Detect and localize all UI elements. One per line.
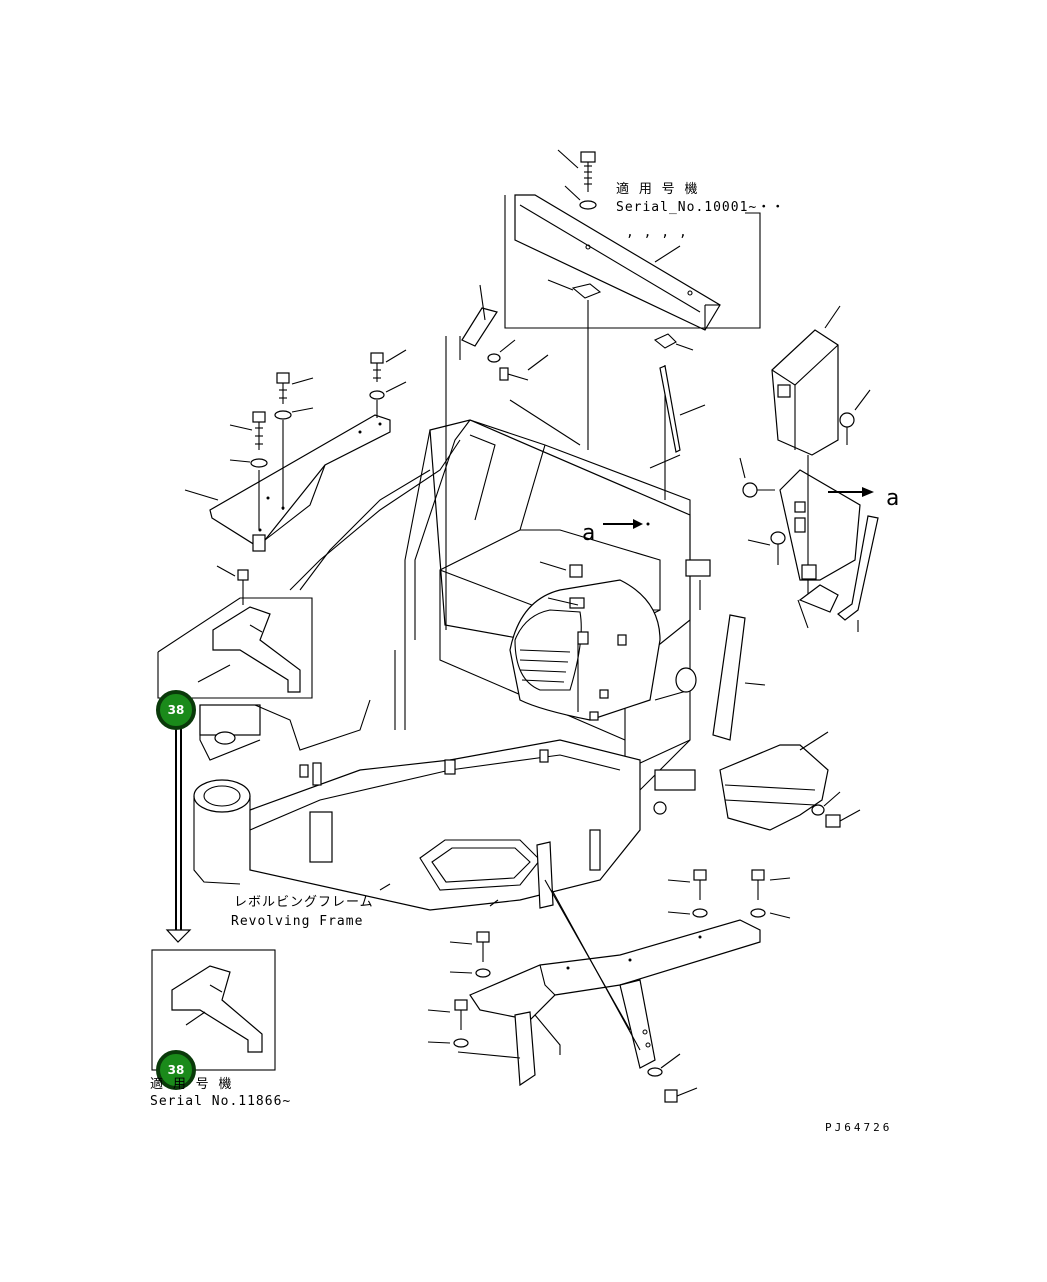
serial-top-jp: 適 用 号 機 — [616, 181, 698, 197]
callout-badge-upper-text: 38 — [168, 703, 185, 717]
serial-top-label: Serial_No.10001~・・ — [616, 200, 785, 215]
bolt-set-upper-left — [229, 349, 407, 530]
battery-box — [771, 305, 841, 456]
lower-right-bracket — [469, 919, 761, 1087]
bolt-cab-left — [499, 367, 529, 381]
callout-badge-upper[interactable]: 38 — [156, 690, 196, 730]
detail-inset-lower — [151, 949, 276, 1071]
right-bracket-plate — [779, 455, 861, 613]
left-upper-bracket — [184, 414, 391, 552]
right-strip — [837, 515, 879, 632]
frame-jp-label: レボルビングフレーム — [234, 895, 374, 910]
bolt-top — [557, 149, 597, 210]
arrow-a-center-label: a — [582, 521, 595, 546]
rear-counterweight — [719, 731, 829, 831]
serial-bottom-jp: 適 用 号 機 — [150, 1076, 232, 1092]
serial-bottom-label: Serial No.11866~ — [150, 1094, 291, 1109]
revolving-frame-base — [193, 739, 641, 911]
frame-en-label: Revolving Frame — [231, 914, 363, 929]
drawing-code: PJ64726 — [825, 1121, 892, 1134]
callout-badge-lower[interactable]: 38 — [156, 1050, 196, 1090]
bolt-right-side — [739, 457, 809, 629]
detail-inset-upper — [157, 565, 313, 699]
right-vertical-bar — [712, 614, 766, 741]
top-beam — [504, 194, 761, 331]
bolt-set-lower — [427, 869, 791, 1103]
callout-badge-lower-text: 38 — [168, 1063, 185, 1077]
arrow-a-right-label: a — [886, 486, 899, 511]
engine-cover-dome — [509, 579, 661, 721]
bolt-right-upper — [839, 389, 871, 445]
serial-top-marks: , , , , — [626, 225, 688, 240]
